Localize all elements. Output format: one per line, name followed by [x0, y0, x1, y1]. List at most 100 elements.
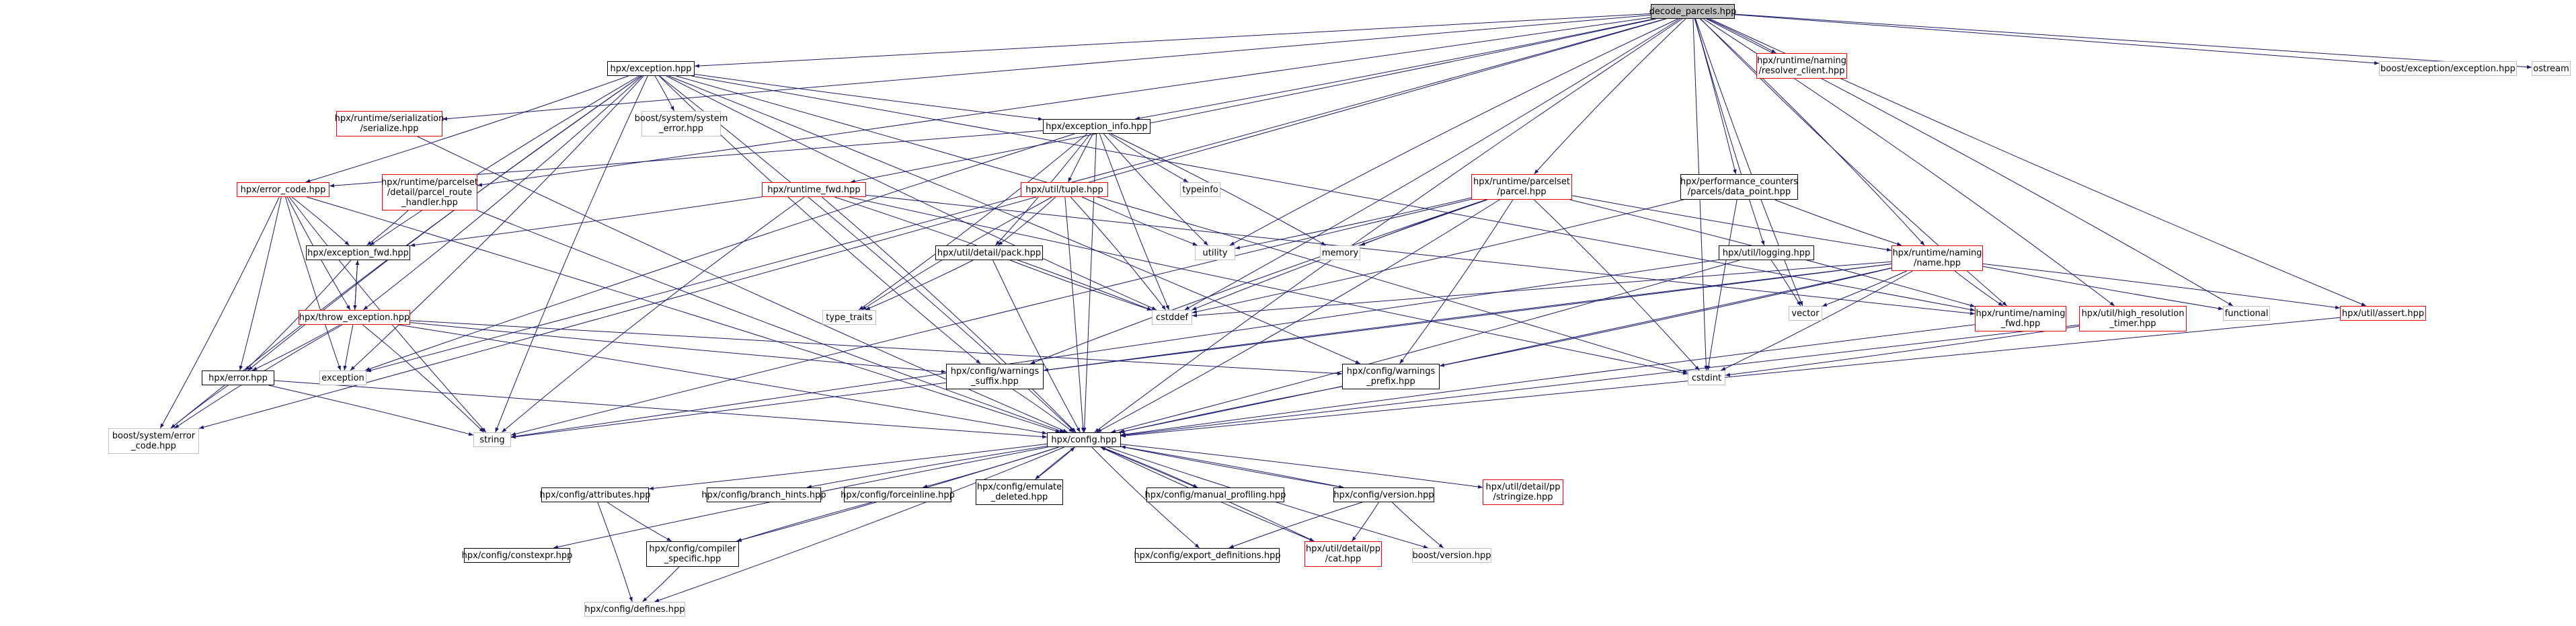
edge-exception-to-naming_name_fwd	[691, 75, 1976, 312]
edge-util_assert-to-config	[1120, 317, 2341, 438]
edge-error-to-boost_error_code	[170, 385, 229, 429]
edge-config-to-cfg_manual_profiling	[1101, 446, 1198, 488]
edge-exception_info-to-cstddef	[1099, 133, 1170, 311]
edge-error_code-to-exception_fwd	[291, 196, 350, 246]
node-cfg-manual-profiling[interactable]: hpx/config/manual_profiling.hpp	[1145, 487, 1286, 502]
edge-parcel-to-string	[510, 198, 1472, 436]
edge-config-to-cfg_attributes	[648, 443, 1048, 491]
edge-decode_parcels-to-config	[1094, 18, 1683, 433]
edge-throw_exception-to-warnings_suffix	[409, 322, 947, 374]
node-cfg-export-definitions[interactable]: hpx/config/export_definitions.hpp	[1134, 548, 1281, 563]
edge-exception_info-to-config	[1082, 133, 1097, 433]
edge-util_pack-to-cstddef	[1009, 260, 1153, 311]
node-throw-exception[interactable]: hpx/throw_exception.hpp	[299, 310, 410, 325]
node-ostream[interactable]: ostream	[2532, 61, 2571, 76]
node-runtime-fwd[interactable]: hpx/runtime_fwd.hpp	[762, 182, 866, 197]
edge-perf_counters-to-cstddef	[1192, 199, 1684, 314]
edge-decode_parcels-to-ostream	[1734, 13, 2532, 69]
edge-util_tuple-to-config	[1064, 196, 1085, 433]
node-util-logging[interactable]: hpx/util/logging.hpp	[1719, 245, 1814, 260]
node-typeinfo[interactable]: typeinfo	[1180, 182, 1220, 197]
edge-parcel-to-config	[1096, 199, 1500, 433]
node-util-pack[interactable]: hpx/util/detail/pack.hpp	[935, 245, 1043, 260]
edge-util_logging-to-string	[510, 259, 1719, 438]
edge-naming_name-to-config	[1118, 267, 1892, 434]
node-exception[interactable]: hpx/exception.hpp	[607, 61, 695, 76]
node-boost-exception[interactable]: boost/exception/exception.hpp	[2379, 61, 2517, 76]
node-memory[interactable]: memory	[1320, 245, 1360, 260]
node-utility[interactable]: utility	[1195, 245, 1235, 260]
edge-util_tuple-to-util_pack	[997, 196, 1056, 246]
node-perf-counters[interactable]: hpx/performance_counters /parcels/data_p…	[1680, 174, 1798, 200]
node-naming-resolver[interactable]: hpx/runtime/naming /resolver_client.hpp	[1756, 53, 1847, 79]
node-warnings-suffix[interactable]: hpx/config/warnings _suffix.hpp	[946, 364, 1044, 389]
node-warnings-prefix[interactable]: hpx/config/warnings _prefix.hpp	[1342, 364, 1440, 389]
node-cfg-branch-hints[interactable]: hpx/config/branch_hints.hpp	[701, 487, 826, 502]
node-std-exception[interactable]: exception	[319, 370, 366, 385]
node-exception-fwd[interactable]: hpx/exception_fwd.hpp	[306, 245, 410, 260]
edge-cfg_version-to-config	[1120, 445, 1344, 488]
edge-decode_parcels-to-naming_name	[1700, 18, 1925, 246]
node-parcel-route[interactable]: hpx/runtime/parcelset /detail/parcel_rou…	[381, 174, 478, 210]
edge-exception-to-exception_info	[694, 73, 1044, 121]
node-boost-version[interactable]: boost/version.hpp	[1412, 548, 1491, 563]
node-cfg-constexpr[interactable]: hpx/config/constexpr.hpp	[462, 548, 572, 563]
edge-decode_parcels-to-cstddef	[1184, 18, 1681, 311]
node-error-code[interactable]: hpx/error_code.hpp	[237, 182, 329, 197]
node-util-pp-cat[interactable]: hpx/util/detail/pp /cat.hpp	[1304, 541, 1382, 567]
node-error[interactable]: hpx/error.hpp	[202, 370, 274, 385]
edge-warnings_prefix-to-config	[1120, 386, 1343, 434]
node-cstdint[interactable]: cstdint	[1688, 370, 1725, 385]
node-decode-parcels[interactable]: decode_parcels.hpp	[1649, 4, 1736, 19]
node-string[interactable]: string	[473, 432, 511, 447]
edge-exception_info-to-memory	[1110, 133, 1327, 246]
edge-throw_exception-to-config	[398, 324, 1048, 435]
edge-throw_exception-to-error	[251, 324, 341, 371]
edge-cfg_compiler_specific-to-cfg_defines	[642, 566, 680, 602]
node-util-assert[interactable]: hpx/util/assert.hpp	[2340, 306, 2426, 321]
node-naming-name-fwd[interactable]: hpx/runtime/naming _fwd.hpp	[1975, 306, 2066, 331]
edge-exception_info-to-utility	[1103, 133, 1209, 246]
edge-cfg_attributes-to-cfg_compiler_specific	[607, 502, 672, 542]
node-parcel[interactable]: hpx/runtime/parcelset /parcel.hpp	[1471, 174, 1572, 200]
node-util-pp-stringize[interactable]: hpx/util/detail/pp /stringize.hpp	[1483, 479, 1563, 505]
node-cstddef[interactable]: cstddef	[1152, 310, 1192, 325]
node-exception-info[interactable]: hpx/exception_info.hpp	[1043, 119, 1150, 134]
edge-high_res_timer-to-cstdint	[1725, 325, 2080, 377]
node-cfg-version[interactable]: hpx/config/version.hpp	[1333, 487, 1434, 502]
edge-runtime_fwd-to-exception_fwd	[409, 196, 763, 247]
edge-config-to-cfg_version	[1120, 446, 1344, 489]
edge-config-to-util_pp_stringize	[1120, 444, 1483, 489]
edge-parcel-to-utility	[1235, 197, 1472, 249]
edge-util_tuple-to-utility	[1082, 196, 1198, 246]
edge-util_logging-to-config	[1111, 260, 1740, 433]
edge-exception-to-boost_system_error	[654, 75, 675, 112]
node-boost-error-code[interactable]: boost/system/error _code.hpp	[108, 428, 199, 454]
edge-throw_exception-to-string	[362, 324, 484, 433]
node-boost-system-error[interactable]: boost/system/system _error.hpp	[635, 111, 728, 136]
node-serialize[interactable]: hpx/runtime/serialization /serialize.hpp	[335, 111, 444, 136]
node-high-res-timer[interactable]: hpx/util/high_resolution _timer.hpp	[2079, 306, 2187, 331]
node-vector[interactable]: vector	[1789, 306, 1822, 321]
node-config[interactable]: hpx/config.hpp	[1047, 432, 1121, 447]
node-cfg-emulate-deleted[interactable]: hpx/config/emulate _deleted.hpp	[976, 479, 1063, 505]
node-cfg-attributes[interactable]: hpx/config/attributes.hpp	[539, 487, 651, 502]
edge-perf_counters-to-naming_name	[1774, 199, 1902, 246]
edge-exception-to-string	[495, 75, 648, 433]
edge-naming_name-to-cstdint	[1720, 270, 1913, 371]
edge-exception-to-cstdint	[676, 75, 1688, 373]
node-cfg-forceinline[interactable]: hpx/config/forceinline.hpp	[841, 487, 955, 502]
edge-naming_name-to-warnings_suffix	[1043, 264, 1892, 372]
node-type-traits[interactable]: type_traits	[822, 310, 876, 325]
node-cfg-defines[interactable]: hpx/config/defines.hpp	[584, 602, 685, 617]
edge-decode_parcels-to-runtime_fwd	[850, 18, 1657, 184]
edge-naming_name_fwd-to-config	[1120, 324, 1976, 436]
node-naming-name[interactable]: hpx/runtime/naming /name.hpp	[1891, 245, 1983, 271]
edge-error-to-string	[268, 385, 474, 436]
edge-config-to-cfg_branch_hints	[806, 445, 1048, 489]
node-util-tuple[interactable]: hpx/util/tuple.hpp	[1021, 182, 1108, 197]
node-cfg-compiler-specific[interactable]: hpx/config/compiler _specific.hpp	[646, 541, 739, 567]
edge-exception_info-to-type_traits	[858, 133, 1088, 311]
edge-parcel-to-cstdint	[1534, 199, 1700, 371]
node-functional[interactable]: functional	[2223, 306, 2270, 321]
